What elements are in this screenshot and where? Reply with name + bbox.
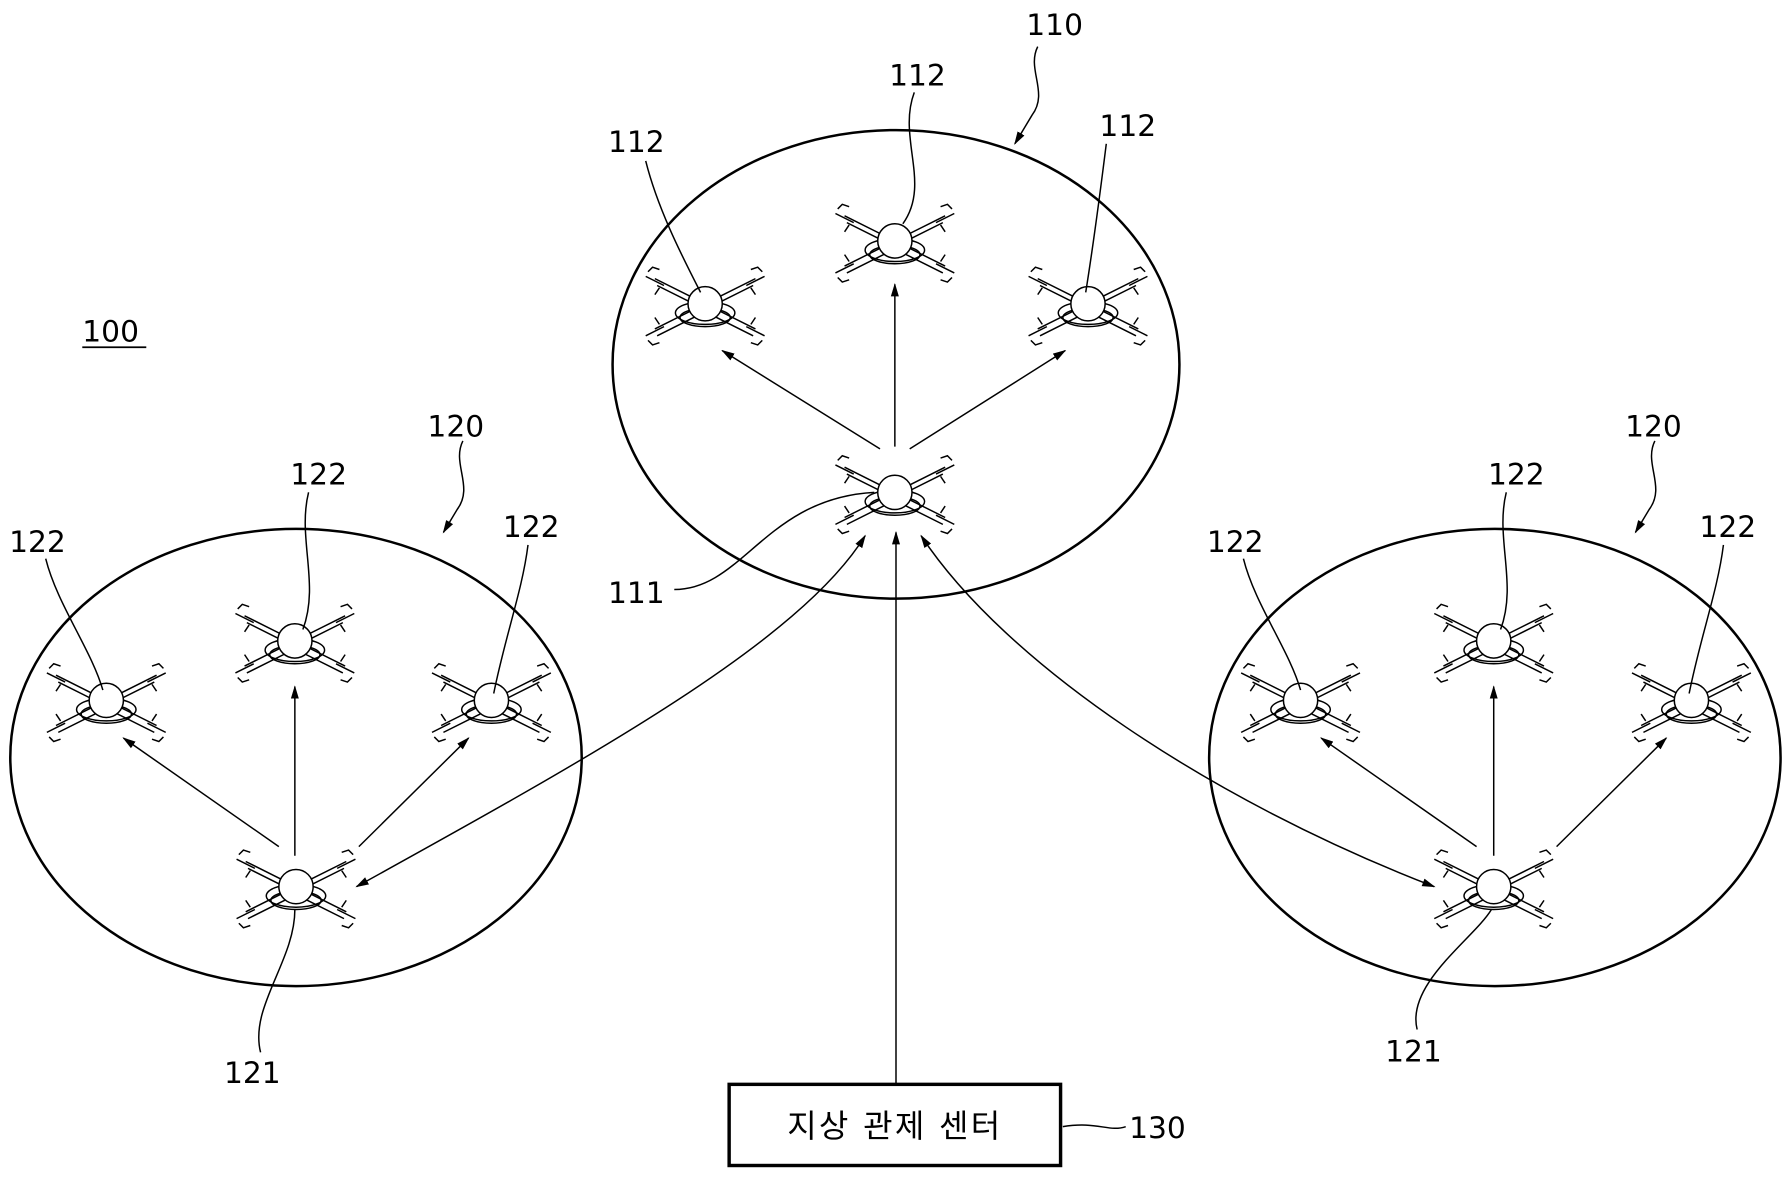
- follower-ref: 122: [503, 510, 560, 545]
- follower-drone-icon: [644, 266, 766, 346]
- arrow: [1556, 737, 1668, 848]
- arrow-leader-to-right: [920, 534, 1436, 888]
- follower-ref: 122: [9, 525, 66, 560]
- ground-control-ref: 130: [1129, 1111, 1186, 1146]
- right-group-ref: 120: [1625, 409, 1682, 444]
- right-group-boundary: [1207, 527, 1782, 988]
- arrow: [358, 737, 470, 848]
- follower-drone-icon: [834, 203, 956, 283]
- arrow: [1320, 737, 1477, 848]
- arrow: [909, 349, 1067, 450]
- follower-ref: 122: [290, 457, 347, 492]
- arrow-leader-to-left: [355, 534, 866, 888]
- follower-drone-icon: [431, 663, 552, 743]
- leader-ref: 121: [224, 1056, 281, 1091]
- figure-ref-label: 100: [82, 315, 139, 350]
- follower-drone-icon: [1240, 663, 1361, 743]
- follower-drone-icon: [46, 663, 167, 743]
- arrow: [122, 737, 280, 848]
- follower-ref: 112: [608, 125, 665, 160]
- arrow: [721, 349, 881, 450]
- follower-ref: 122: [1488, 457, 1545, 492]
- leader-ref: 121: [1385, 1035, 1442, 1070]
- follower-drone-icon: [1433, 603, 1554, 683]
- ground-control-label: 지상 관제 센터: [787, 1107, 1002, 1145]
- follower-ref: 112: [889, 59, 946, 94]
- upper-group-ref: 110: [1026, 8, 1083, 43]
- ground-control-box: [727, 1082, 1063, 1168]
- follower-ref: 112: [1099, 109, 1156, 144]
- upper-group-boundary: [611, 128, 1181, 600]
- leader-drone-icon: [1433, 849, 1554, 929]
- leader-drone-icon: [235, 849, 357, 929]
- follower-ref: 122: [1699, 510, 1756, 545]
- follower-ref: 122: [1207, 525, 1264, 560]
- leader-ref: 111: [608, 576, 665, 611]
- follower-drone-icon: [234, 603, 356, 683]
- follower-drone-icon: [1631, 663, 1752, 743]
- left-group-boundary: [9, 527, 583, 988]
- left-group-ref: 120: [427, 409, 484, 444]
